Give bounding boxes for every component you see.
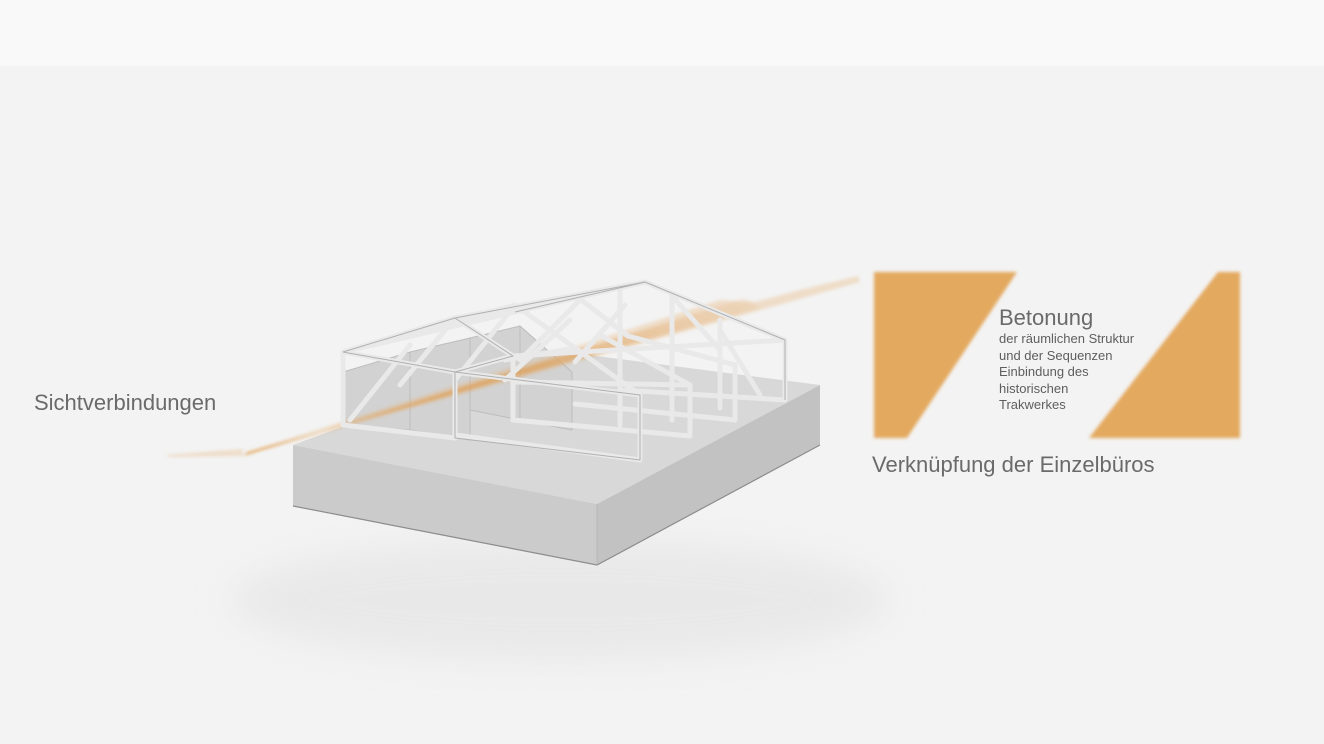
- sightline-label: Sichtverbindungen: [34, 390, 217, 415]
- office-link-shapes: [874, 272, 1240, 438]
- emphasis-line: und der Sequenzen: [999, 347, 1113, 363]
- emphasis-line: Trakwerkes: [999, 397, 1066, 412]
- truss-outlines: [342, 281, 786, 461]
- orange-shape-left: [874, 272, 1017, 438]
- emphasis-line: der räumlichen Struktur: [999, 331, 1135, 346]
- office-link-label: Verknüpfung der Einzelbüros: [872, 452, 1155, 477]
- emphasis-line: Einbindung des: [999, 364, 1089, 379]
- ground-shadow: [230, 540, 890, 660]
- orange-shape-right: [1089, 272, 1240, 438]
- emphasis-title: Betonung: [999, 305, 1094, 330]
- top-band: [0, 0, 1324, 66]
- emphasis-description: der räumlichen Struktur und der Sequenze…: [999, 331, 1134, 414]
- emphasis-line: historischen: [999, 380, 1069, 396]
